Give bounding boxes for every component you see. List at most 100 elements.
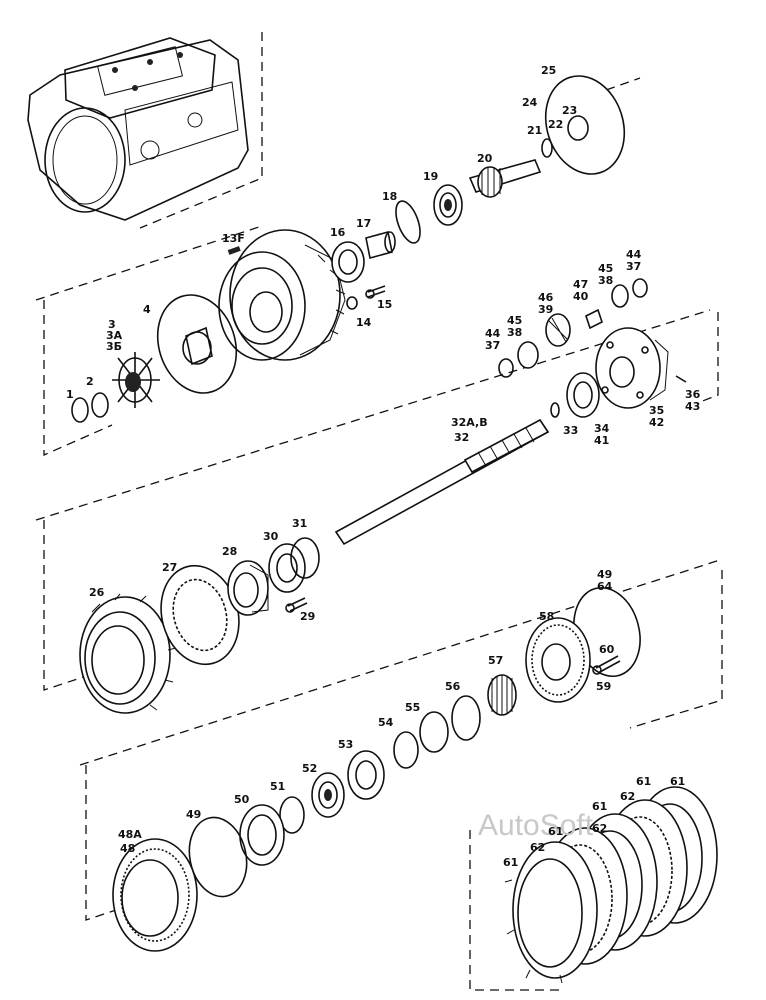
label-33: 33 bbox=[563, 424, 578, 437]
label-57: 57 bbox=[488, 654, 503, 667]
label-48a: 48A bbox=[118, 828, 142, 841]
label-45-a: 45 bbox=[507, 314, 522, 327]
part-54-ring bbox=[393, 731, 419, 769]
part-18-snap-ring bbox=[395, 200, 421, 244]
label-24: 24 bbox=[522, 96, 538, 109]
label-61-d: 61 bbox=[636, 775, 651, 788]
label-51: 51 bbox=[270, 780, 285, 793]
label-38-a: 38 bbox=[507, 326, 522, 339]
label-25: 25 bbox=[541, 64, 556, 77]
label-17: 17 bbox=[356, 217, 371, 230]
label-3: 3 bbox=[108, 318, 116, 331]
label-32ab: 32A,B bbox=[451, 416, 488, 429]
label-56: 56 bbox=[445, 680, 461, 693]
part-56-ring bbox=[451, 695, 481, 741]
part-29-bolt bbox=[285, 597, 308, 613]
label-61-c: 61 bbox=[592, 800, 607, 813]
label-3a: 3A bbox=[106, 329, 123, 342]
label-45-b: 45 bbox=[598, 262, 613, 275]
label-44-a: 44 bbox=[485, 327, 501, 340]
label-37-a: 37 bbox=[485, 339, 500, 352]
part-49-ring bbox=[188, 816, 248, 898]
part-17-bushing bbox=[365, 231, 396, 259]
label-61-a: 61 bbox=[503, 856, 518, 869]
part-labels: 1 2 3 3A 3Б 4 13F 14 15 16 17 18 19 20 2… bbox=[66, 64, 701, 869]
part-36-pin bbox=[675, 375, 687, 383]
label-43: 43 bbox=[685, 400, 700, 413]
part-14-15-bolts bbox=[346, 285, 386, 310]
label-50: 50 bbox=[234, 793, 250, 806]
label-2: 2 bbox=[86, 375, 94, 388]
part-25-cover-disc bbox=[544, 75, 626, 175]
label-13f: 13F bbox=[222, 232, 245, 245]
label-38-b: 38 bbox=[598, 274, 613, 287]
part-58-ring-gear bbox=[525, 617, 591, 703]
label-55: 55 bbox=[405, 701, 420, 714]
part-19-bearing bbox=[433, 184, 463, 226]
label-29: 29 bbox=[300, 610, 315, 623]
part-34-bearing bbox=[566, 372, 600, 418]
clutch-plate-pack bbox=[504, 786, 718, 984]
label-34: 34 bbox=[594, 422, 610, 435]
part-3-impeller bbox=[112, 352, 160, 408]
part-28-bearing bbox=[227, 560, 269, 616]
label-4: 4 bbox=[143, 303, 151, 316]
label-31: 31 bbox=[292, 517, 307, 530]
label-37-b: 37 bbox=[626, 260, 641, 273]
label-23: 23 bbox=[562, 104, 577, 117]
label-30: 30 bbox=[263, 530, 279, 543]
label-20: 20 bbox=[477, 152, 493, 165]
part-53-washer bbox=[347, 750, 385, 800]
part-32-long-shaft bbox=[334, 418, 550, 546]
part-52-bearing bbox=[311, 772, 345, 818]
label-61-e: 61 bbox=[670, 775, 685, 788]
label-18: 18 bbox=[382, 190, 397, 203]
part-57-sun-gear bbox=[487, 674, 517, 716]
part-48-ring-gear bbox=[112, 838, 198, 952]
part-27-friction-disc bbox=[160, 564, 240, 666]
label-44-b: 44 bbox=[626, 248, 642, 261]
label-15: 15 bbox=[377, 298, 392, 311]
label-32: 32 bbox=[454, 431, 469, 444]
label-60: 60 bbox=[599, 643, 615, 656]
label-40: 40 bbox=[573, 290, 589, 303]
part-4-shield-plate bbox=[156, 294, 238, 394]
label-61-b: 61 bbox=[548, 825, 563, 838]
label-64: 64 bbox=[597, 580, 613, 593]
part-16-ring bbox=[331, 241, 365, 283]
part-35-planet-carrier bbox=[595, 327, 669, 409]
label-16: 16 bbox=[330, 226, 346, 239]
label-21: 21 bbox=[527, 124, 542, 137]
part-55-ring bbox=[419, 711, 449, 753]
label-26: 26 bbox=[89, 586, 105, 599]
label-41: 41 bbox=[594, 434, 609, 447]
label-3b: 3Б bbox=[106, 340, 122, 353]
label-28: 28 bbox=[222, 545, 237, 558]
label-54: 54 bbox=[378, 716, 394, 729]
label-49-a: 49 bbox=[186, 808, 201, 821]
label-62-b: 62 bbox=[620, 790, 635, 803]
part-26-clutch-hub bbox=[79, 593, 177, 714]
gearbox-housing bbox=[27, 37, 249, 221]
label-27: 27 bbox=[162, 561, 177, 574]
label-1: 1 bbox=[66, 388, 74, 401]
part-31-ring bbox=[290, 537, 320, 579]
label-47: 47 bbox=[573, 278, 588, 291]
label-52: 52 bbox=[302, 762, 317, 775]
label-62-c: 62 bbox=[592, 822, 607, 835]
label-58: 58 bbox=[539, 610, 554, 623]
part-59-60-bolt bbox=[592, 655, 621, 675]
label-22: 22 bbox=[548, 118, 563, 131]
label-46: 46 bbox=[538, 291, 554, 304]
part-37-38-39-40-planet-set bbox=[498, 278, 648, 378]
part-51-ring bbox=[279, 796, 305, 834]
label-39: 39 bbox=[538, 303, 553, 316]
label-59: 59 bbox=[596, 680, 611, 693]
part-1-2-rings bbox=[71, 392, 109, 423]
part-13F-converter-housing bbox=[218, 229, 346, 361]
label-14: 14 bbox=[356, 316, 372, 329]
label-19: 19 bbox=[423, 170, 438, 183]
label-35: 35 bbox=[649, 404, 664, 417]
part-30-piston bbox=[268, 543, 306, 593]
